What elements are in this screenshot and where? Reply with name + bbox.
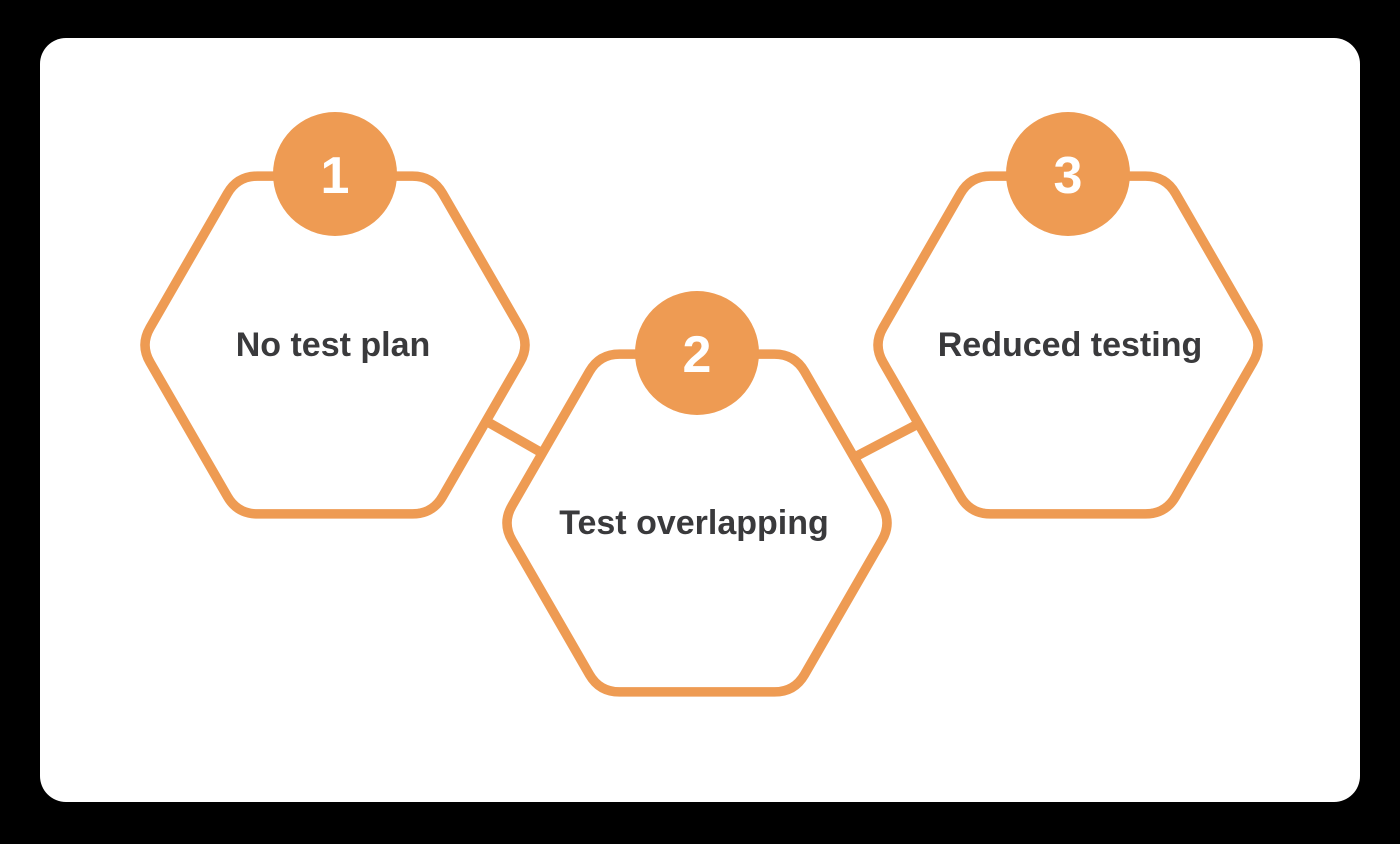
step-number-2: 2	[683, 326, 712, 384]
step-number-badge-2	[635, 291, 759, 415]
diagram-card	[40, 38, 1360, 802]
step-number-badge-1	[273, 112, 397, 236]
hexagon-step-2: 2 Test overlapping	[507, 291, 887, 692]
step-label-2: Test overlapping	[559, 504, 829, 542]
step-number-1: 1	[321, 147, 350, 205]
step-label-3: Reduced testing	[938, 326, 1202, 364]
hexagon-step-1: 1 No test plan	[145, 112, 525, 514]
hexagon-step-3: 3 Reduced testing	[878, 112, 1258, 514]
connector-step2-step3	[850, 419, 921, 463]
step-number-3: 3	[1054, 147, 1083, 205]
step-number-badge-3	[1006, 112, 1130, 236]
step-label-1: No test plan	[236, 326, 431, 364]
connector-step1-step2	[483, 416, 545, 458]
